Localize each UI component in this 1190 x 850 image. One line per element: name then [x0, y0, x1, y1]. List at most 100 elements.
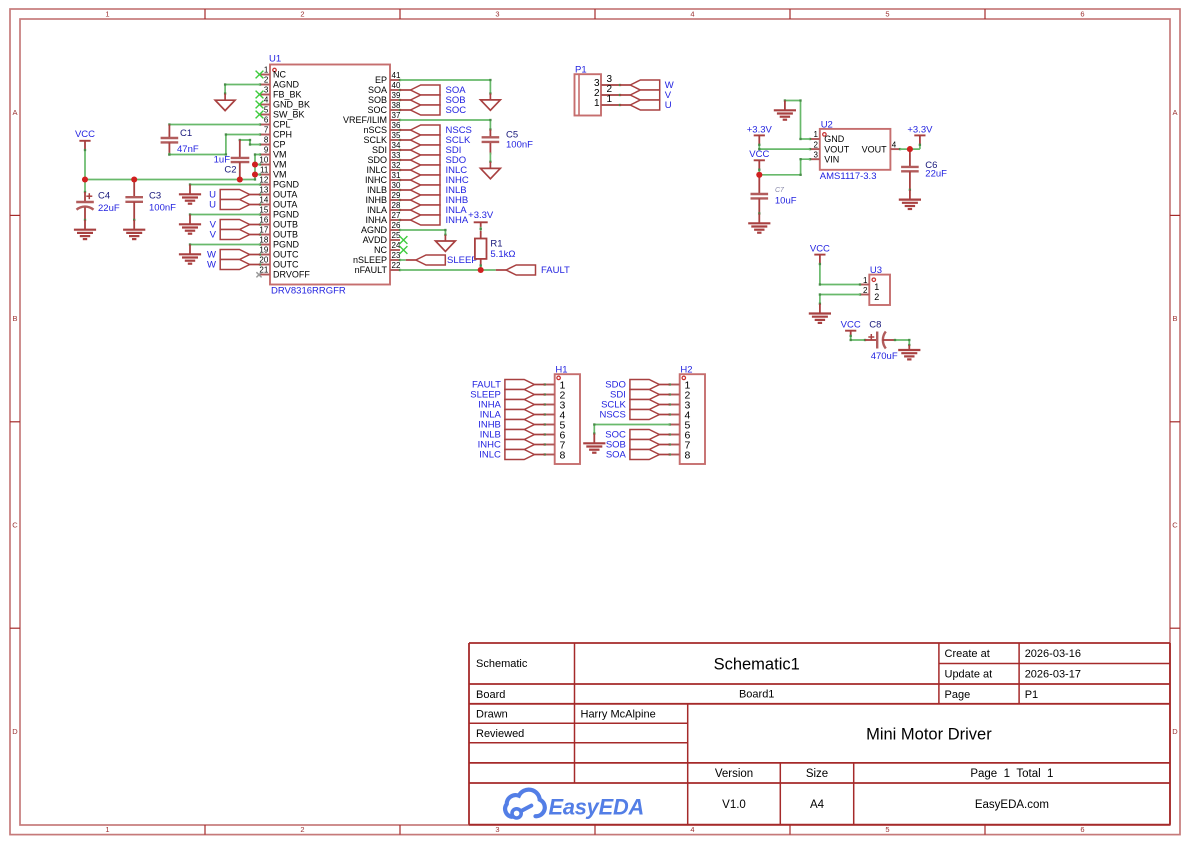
svg-text:SDI: SDI: [372, 145, 387, 155]
svg-text:nFAULT: nFAULT: [355, 265, 388, 275]
svg-text:VM: VM: [273, 150, 287, 160]
svg-text:W: W: [207, 259, 216, 270]
svg-text:2: 2: [685, 390, 691, 402]
svg-text:Harry McAlpine: Harry McAlpine: [581, 708, 656, 720]
svg-text:VCC: VCC: [841, 319, 861, 330]
svg-text:OUTB: OUTB: [273, 220, 298, 230]
svg-text:FAULT: FAULT: [472, 379, 501, 390]
svg-text:4: 4: [690, 825, 694, 834]
svg-text:DRVOFF: DRVOFF: [273, 270, 310, 280]
svg-text:8: 8: [264, 136, 269, 145]
svg-text:INHB: INHB: [478, 419, 501, 430]
svg-text:4: 4: [690, 10, 694, 19]
svg-text:7: 7: [264, 126, 269, 135]
svg-text:16: 16: [259, 216, 268, 225]
svg-text:VREF/ILIM: VREF/ILIM: [343, 115, 387, 125]
svg-text:3: 3: [685, 400, 691, 412]
svg-text:VOUT: VOUT: [862, 144, 888, 154]
svg-text:C2: C2: [224, 165, 236, 176]
svg-text:Update at: Update at: [945, 669, 993, 681]
svg-text:DRV8316RRGFR: DRV8316RRGFR: [271, 286, 346, 297]
svg-text:2: 2: [300, 825, 304, 834]
svg-text:6: 6: [1080, 10, 1084, 19]
svg-text:OUTC: OUTC: [273, 250, 299, 260]
svg-text:22uF: 22uF: [98, 203, 120, 214]
svg-text:5: 5: [885, 10, 889, 19]
svg-text:7: 7: [560, 440, 566, 452]
svg-text:FB_BK: FB_BK: [273, 90, 302, 100]
svg-text:13: 13: [259, 186, 268, 195]
svg-text:22uF: 22uF: [925, 169, 947, 180]
svg-text:A: A: [1172, 108, 1177, 117]
svg-text:D: D: [1172, 727, 1178, 736]
svg-text:+3.3V: +3.3V: [468, 210, 494, 221]
svg-text:PGND: PGND: [273, 240, 300, 250]
svg-text:5: 5: [560, 420, 566, 432]
svg-text:NC: NC: [374, 245, 387, 255]
svg-text:V1.0: V1.0: [722, 799, 746, 811]
svg-text:Create at: Create at: [945, 648, 990, 660]
svg-text:PGND: PGND: [273, 180, 300, 190]
svg-text:3: 3: [607, 74, 613, 85]
svg-text:7: 7: [685, 440, 691, 452]
svg-text:8: 8: [560, 450, 566, 462]
svg-text:1: 1: [874, 282, 879, 292]
svg-text:SDO: SDO: [446, 155, 467, 166]
svg-text:PGND: PGND: [273, 210, 300, 220]
svg-text:22: 22: [392, 261, 401, 270]
svg-text:1: 1: [105, 10, 109, 19]
svg-text:U: U: [665, 100, 672, 111]
svg-text:30: 30: [392, 181, 401, 190]
svg-text:36: 36: [392, 121, 401, 130]
svg-text:NC: NC: [273, 70, 286, 80]
svg-text:100nF: 100nF: [149, 203, 176, 214]
svg-text:23: 23: [392, 251, 401, 260]
svg-text:6: 6: [264, 116, 269, 125]
svg-text:P1: P1: [1025, 689, 1038, 701]
svg-text:SLEEP: SLEEP: [470, 389, 501, 400]
svg-text:27: 27: [392, 211, 401, 220]
svg-text:SCLK: SCLK: [601, 399, 626, 410]
svg-text:1: 1: [105, 825, 109, 834]
svg-text:1: 1: [264, 66, 269, 75]
svg-text:NSCS: NSCS: [599, 409, 625, 420]
svg-text:nSLEEP: nSLEEP: [353, 255, 387, 265]
svg-text:SDI: SDI: [446, 145, 462, 156]
svg-text:SCLK: SCLK: [446, 135, 471, 146]
svg-text:VIN: VIN: [824, 154, 839, 164]
svg-text:H1: H1: [555, 365, 567, 376]
svg-text:6: 6: [685, 430, 691, 442]
svg-text:SOC: SOC: [367, 105, 387, 115]
svg-text:11: 11: [260, 166, 269, 175]
svg-text:C5: C5: [506, 130, 518, 141]
svg-text:SOA: SOA: [446, 85, 467, 96]
svg-text:2: 2: [874, 292, 879, 302]
svg-text:1uF: 1uF: [214, 154, 231, 165]
svg-text:4: 4: [560, 410, 566, 422]
svg-text:INLB: INLB: [367, 185, 387, 195]
svg-text:Size: Size: [806, 768, 828, 780]
svg-text:INLA: INLA: [367, 205, 387, 215]
svg-text:2: 2: [300, 10, 304, 19]
svg-text:R1: R1: [490, 239, 502, 250]
svg-text:GND_BK: GND_BK: [273, 100, 310, 110]
svg-text:Board: Board: [476, 689, 505, 701]
svg-text:INHA: INHA: [365, 215, 387, 225]
svg-text:OUTA: OUTA: [273, 200, 297, 210]
svg-text:C3: C3: [149, 191, 161, 202]
svg-text:VCC: VCC: [810, 243, 830, 254]
svg-text:SLEEP: SLEEP: [447, 255, 478, 266]
svg-text:1: 1: [607, 94, 613, 105]
svg-text:2: 2: [264, 76, 269, 85]
svg-text:18: 18: [259, 236, 268, 245]
svg-text:CPL: CPL: [273, 120, 291, 130]
svg-text:Reviewed: Reviewed: [476, 728, 524, 740]
svg-text:U2: U2: [821, 120, 833, 131]
svg-text:20: 20: [259, 256, 268, 265]
svg-text:+3.3V: +3.3V: [907, 124, 933, 135]
svg-text:C8: C8: [869, 319, 881, 330]
svg-text:3: 3: [495, 825, 499, 834]
svg-text:B: B: [1172, 314, 1177, 323]
svg-text:INHC: INHC: [446, 175, 469, 186]
svg-text:38: 38: [392, 101, 401, 110]
